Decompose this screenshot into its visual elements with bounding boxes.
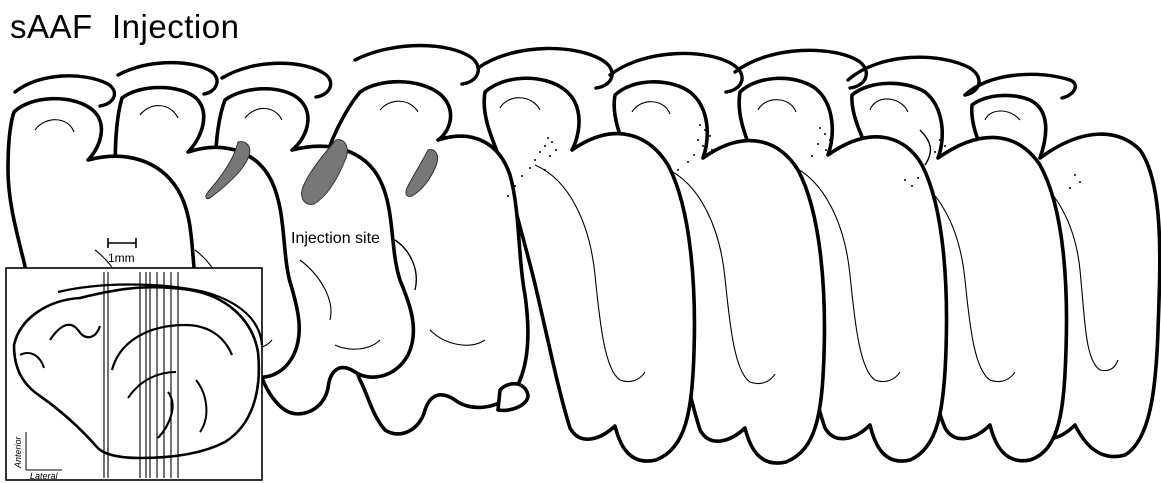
inset-axis-anterior: Anterior bbox=[13, 435, 23, 469]
scale-bar-label: 1mm bbox=[108, 251, 135, 265]
inset-lateral-brain-view: Anterior Lateral bbox=[6, 268, 262, 481]
injection-site-label: Injection site bbox=[291, 230, 380, 247]
inset-axis-lateral: Lateral bbox=[30, 471, 59, 481]
